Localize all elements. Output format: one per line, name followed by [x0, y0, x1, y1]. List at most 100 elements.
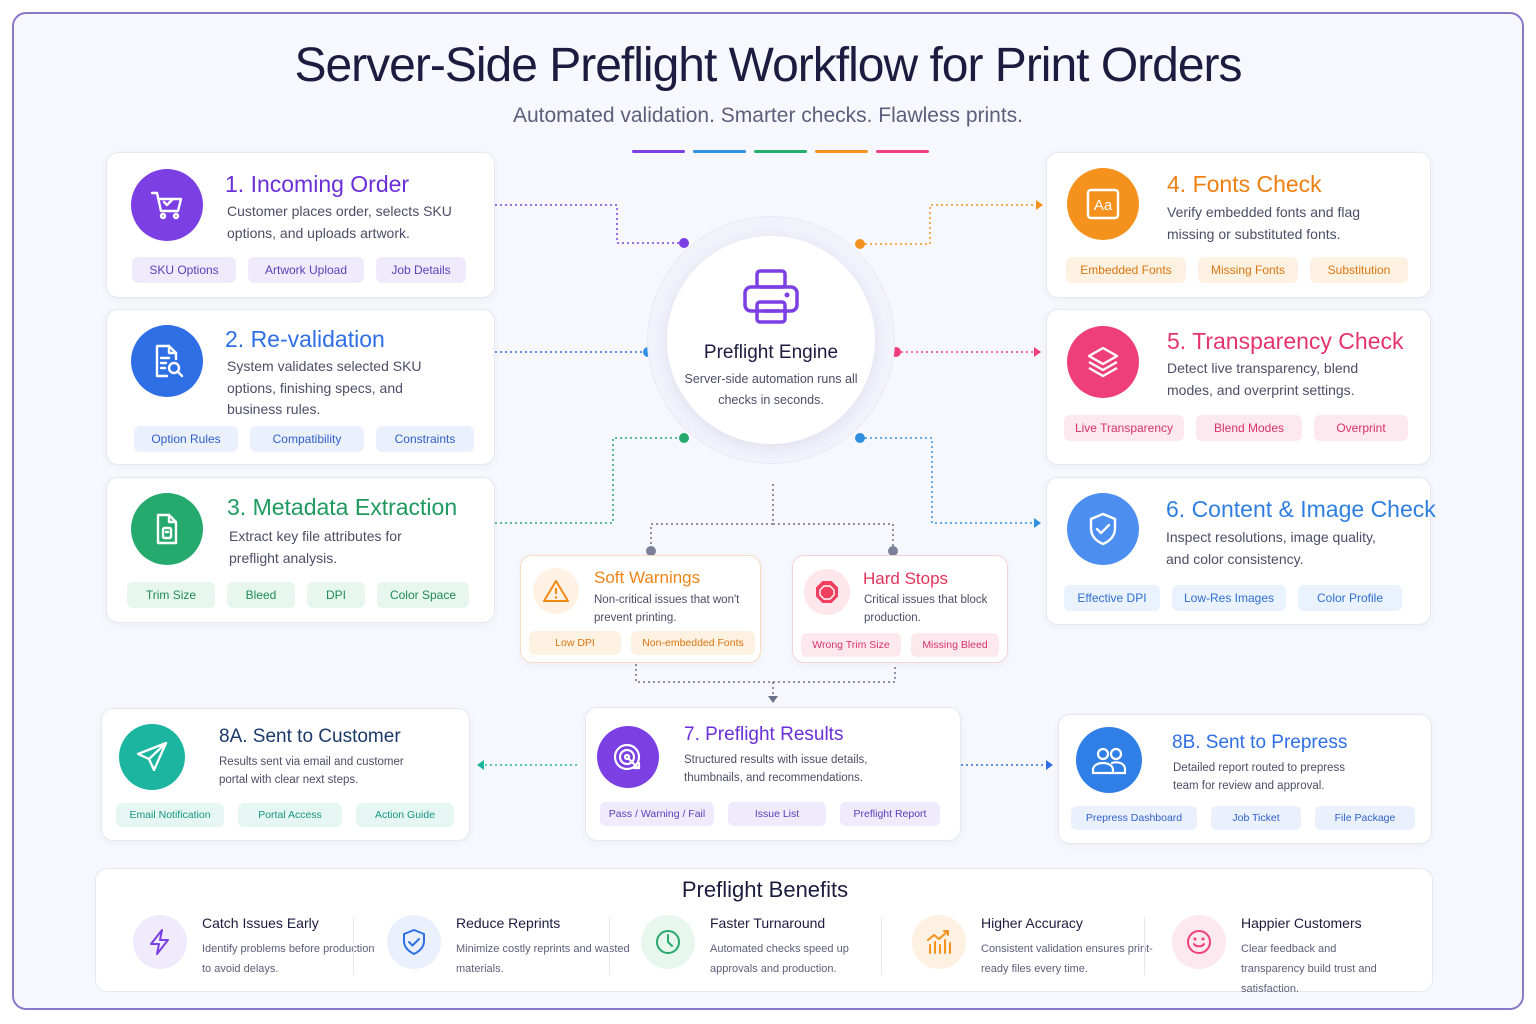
step-title: 7. Preflight Results — [684, 724, 844, 745]
step-title: 1. Incoming Order — [225, 171, 410, 197]
tag: Compatibility — [250, 426, 364, 452]
tag: Embedded Fonts — [1066, 257, 1186, 283]
tag: Missing Fonts — [1198, 257, 1298, 283]
tag: Option Rules — [134, 426, 238, 452]
tag-list: Live Transparency Blend Modes Overprint — [1064, 415, 1408, 441]
arrowhead — [1034, 518, 1041, 528]
step-description: Customer places order, selects SKU optio… — [227, 203, 452, 241]
connector-dot — [855, 239, 865, 249]
connector-dot — [679, 238, 689, 248]
card-title: Hard Stops — [863, 569, 949, 588]
printer-icon — [743, 269, 799, 324]
tag: Non-embedded Fonts — [631, 631, 755, 655]
page-title: Server-Side Preflight Workflow for Print… — [294, 39, 1242, 92]
color-bar — [632, 150, 685, 153]
divider — [1144, 917, 1145, 975]
step-description: Results sent via email and customer port… — [219, 756, 404, 786]
card-description: Non-critical issues that won't prevent p… — [594, 594, 740, 624]
step-description: Detailed report routed to prepress team … — [1173, 762, 1345, 792]
file-icon — [131, 493, 203, 565]
benefit-description: Minimize costly reprints and wasted mate… — [456, 943, 630, 975]
tag: Portal Access — [238, 803, 342, 827]
arrowhead — [1036, 200, 1043, 210]
color-bar — [754, 150, 807, 153]
tag: Effective DPI — [1064, 585, 1160, 611]
tag-list: Effective DPI Low-Res Images Color Profi… — [1064, 585, 1402, 611]
layers-icon — [1067, 326, 1139, 398]
smile-icon — [1172, 915, 1226, 969]
benefit-description: Consistent validation ensures print-read… — [981, 943, 1153, 975]
connector-dot — [646, 546, 656, 556]
tag-list: Email Notification Portal Access Action … — [116, 803, 454, 827]
step-title: 6. Content & Image Check — [1166, 496, 1436, 522]
color-bar — [693, 150, 746, 153]
step-title: 8B. Sent to Prepress — [1172, 732, 1348, 753]
tag-list: Low DPI Non-embedded Fonts — [529, 631, 755, 655]
target-icon — [597, 726, 659, 788]
tag-list: Wrong Trim Size Missing Bleed — [801, 633, 999, 657]
arrowhead — [1046, 760, 1053, 770]
tag: DPI — [307, 582, 365, 608]
chart-icon — [912, 915, 966, 969]
shield-icon — [387, 915, 441, 969]
divider — [353, 917, 354, 975]
document-search-icon — [131, 325, 203, 397]
connector-content — [860, 437, 1036, 524]
tag-list: Trim Size Bleed DPI Color Space — [127, 582, 469, 608]
benefit-title: Faster Turnaround — [710, 915, 826, 931]
step-sent-to-customer[interactable]: 8A. Sent to Customer Results sent via em… — [101, 708, 470, 841]
tag: Wrong Trim Size — [801, 633, 901, 657]
benefit-description: Identify problems before production to a… — [202, 943, 375, 975]
step-description: Inspect resolutions, image quality, and … — [1166, 529, 1376, 567]
tag: Color Space — [377, 582, 469, 608]
tag: Trim Size — [127, 582, 215, 608]
connector-branch — [650, 484, 894, 551]
step-fonts-check[interactable]: Aa 4. Fonts Check Verify embedded fonts … — [1046, 152, 1431, 298]
tag: Live Transparency — [1064, 415, 1184, 441]
stop-icon — [804, 569, 850, 615]
benefit-title: Happier Customers — [1241, 915, 1362, 931]
tag: Bleed — [227, 582, 295, 608]
tag: Color Profile — [1298, 585, 1402, 611]
step-sent-to-prepress[interactable]: 8B. Sent to Prepress Detailed report rou… — [1058, 714, 1432, 844]
users-icon — [1076, 727, 1142, 793]
connector-merge — [635, 664, 896, 698]
color-bar — [876, 150, 929, 153]
tag-list: Pass / Warning / Fail Issue List Preflig… — [600, 802, 940, 826]
svg-text:Aa: Aa — [1094, 197, 1113, 214]
benefit-description: Clear feedback and transparency build tr… — [1241, 943, 1377, 995]
color-bar — [815, 150, 868, 153]
benefit-title: Reduce Reprints — [456, 915, 561, 931]
tag: Low-Res Images — [1172, 585, 1286, 611]
benefits-panel: Preflight Benefits Catch Issues Early Id… — [95, 868, 1433, 995]
card-title: Soft Warnings — [594, 568, 701, 587]
tag: Prepress Dashboard — [1071, 806, 1197, 830]
connector-incoming — [495, 204, 684, 244]
benefit-description: Automated checks speed up approvals and … — [710, 943, 849, 975]
step-title: 3. Metadata Extraction — [227, 494, 458, 520]
step-title: 8A. Sent to Customer — [219, 726, 401, 747]
arrowhead — [768, 696, 778, 703]
tag: Pass / Warning / Fail — [600, 802, 714, 826]
soft-warnings-card[interactable]: Soft Warnings Non-critical issues that w… — [520, 555, 761, 663]
lightning-icon — [133, 915, 187, 969]
hard-stops-card[interactable]: Hard Stops Critical issues that block pr… — [792, 555, 1008, 663]
tag: Email Notification — [116, 803, 224, 827]
benefit-title: Higher Accuracy — [981, 915, 1083, 931]
step-title: 5. Transparency Check — [1167, 328, 1404, 354]
tag-list: Option Rules Compatibility Constraints — [134, 426, 474, 452]
divider — [609, 917, 610, 975]
tag: File Package — [1315, 806, 1415, 830]
step-transparency-check[interactable]: 5. Transparency Check Detect live transp… — [1046, 309, 1431, 465]
tag-list: Prepress Dashboard Job Ticket File Packa… — [1071, 806, 1415, 830]
step-preflight-results[interactable]: 7. Preflight Results Structured results … — [585, 707, 961, 841]
step-incoming-order[interactable]: 1. Incoming Order Customer places order,… — [106, 152, 495, 298]
step-revalidation[interactable]: 2. Re-validation System validates select… — [106, 309, 495, 465]
tag-list: SKU Options Artwork Upload Job Details — [132, 257, 466, 283]
step-content-image-check[interactable]: 6. Content & Image Check Inspect resolut… — [1046, 477, 1436, 625]
connector-dot — [679, 433, 689, 443]
connector-metadata — [495, 437, 684, 524]
step-description: Structured results with issue details, t… — [684, 754, 868, 784]
clock-icon — [641, 915, 695, 969]
step-metadata-extraction[interactable]: 3. Metadata Extraction Extract key file … — [106, 477, 495, 623]
